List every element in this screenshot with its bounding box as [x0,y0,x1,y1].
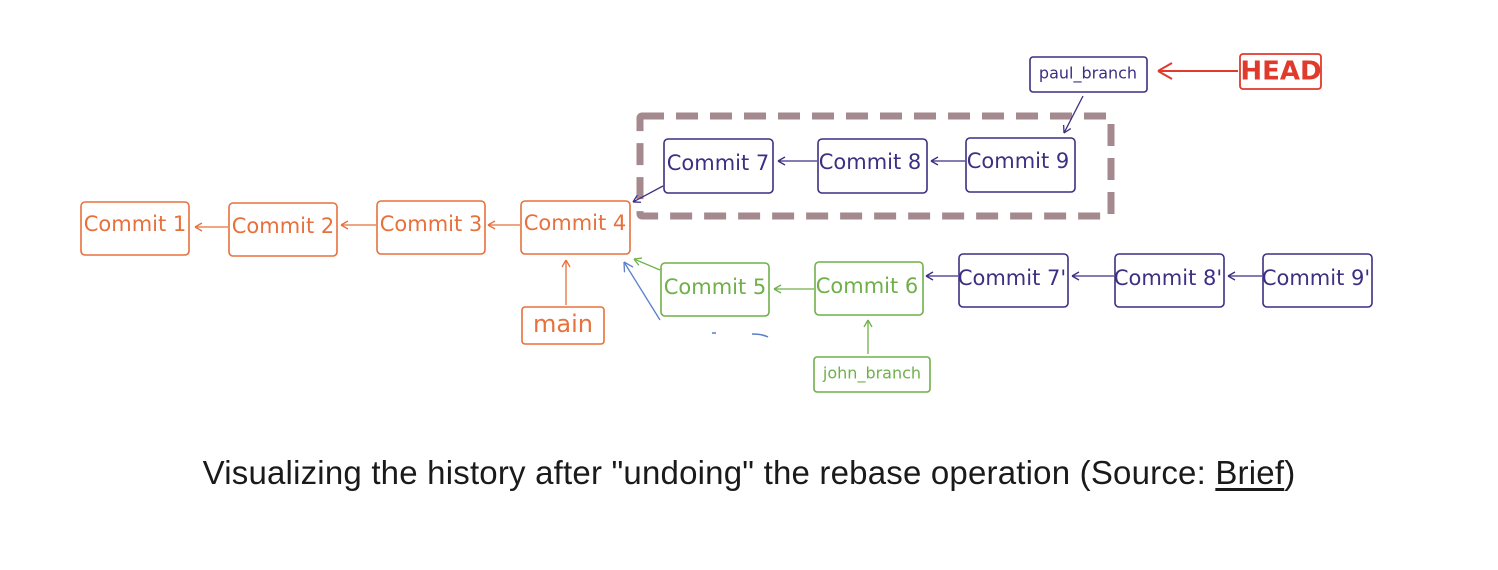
commit-8-label: Commit 8 [819,150,922,174]
commit-7-label: Commit 7 [667,151,770,175]
commit-9-prime-label: Commit 9' [1262,266,1370,290]
main-branch-label: main [521,306,605,345]
highlight-dashed-box [636,112,1115,220]
edge-c5-c4 [633,257,661,271]
commit-2-label: Commit 2 [232,214,335,238]
commit-7-prime-label: Commit 7' [958,266,1066,290]
commit-9-node: Commit 9 [965,137,1076,193]
john-branch-label: john_branch [813,356,931,393]
commit-3-node: Commit 3 [376,200,486,255]
head-pointer: HEAD [1239,53,1322,90]
head-label-text: HEAD [1240,57,1321,87]
commit-8-prime-node: Commit 8' [1114,253,1225,308]
john-branch-label-text: john_branch [822,364,921,384]
commit-5-node: Commit 5 [660,262,770,317]
commit-8-node: Commit 8 [817,138,928,194]
commit-6-node: Commit 6 [814,261,924,316]
paul-branch-label-text: paul_branch [1039,64,1137,84]
commit-4-label: Commit 4 [524,211,627,235]
commit-6-label: Commit 6 [816,274,919,298]
commit-2-node: Commit 2 [228,202,338,257]
edge-paul-branch-c9 [1062,95,1084,134]
commit-9-prime-node: Commit 9' [1262,253,1373,308]
caption-text: Visualizing the history after "undoing" … [202,454,1216,491]
figure-caption: Visualizing the history after "undoing" … [0,454,1498,492]
commit-1-node: Commit 1 [80,201,190,256]
commit-4-node: Commit 4 [520,200,631,255]
paul-branch-label: paul_branch [1029,56,1148,93]
commit-7-prime-node: Commit 7' [958,253,1069,308]
faded-blue-trace [712,332,769,338]
source-link[interactable]: Brief [1215,454,1285,491]
commit-1-label: Commit 1 [84,212,187,236]
commit-7-node: Commit 7 [663,138,774,194]
commit-8-prime-label: Commit 8' [1114,266,1222,290]
faded-blue-arrow [623,261,661,321]
commit-5-label: Commit 5 [664,275,767,299]
main-label-text: main [533,310,593,338]
git-history-diagram: Commit 1 Commit 2 Commit 3 Commit 4 main… [80,53,1373,393]
edge-c7-c4 [632,185,664,203]
caption-suffix: ) [1284,454,1296,491]
commit-3-label: Commit 3 [380,212,483,236]
commit-9-label: Commit 9 [967,149,1070,173]
